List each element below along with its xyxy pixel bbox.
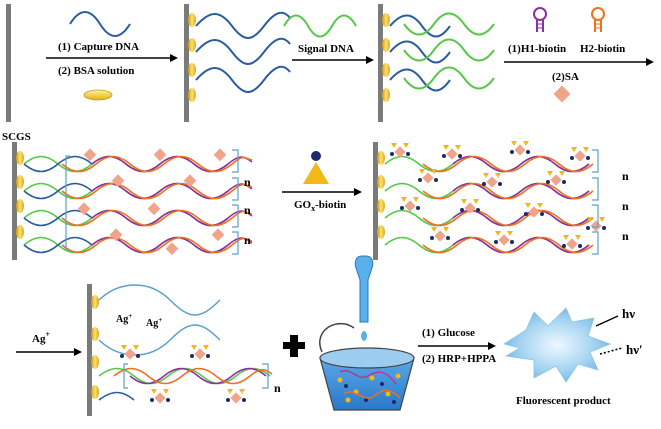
hrp-label: (2) HRP+HPPA — [422, 353, 496, 365]
panel-hcr: n n n — [12, 142, 253, 260]
h2-label: H2-biotin — [580, 43, 625, 55]
step-1b-label: (2) BSA solution — [58, 65, 134, 77]
row-1: SCGS (1) Capture DNA (2) BSA solution — [2, 4, 654, 143]
step-1a-label: (1) Capture DNA — [58, 41, 139, 53]
plus-icon — [283, 335, 305, 357]
panel-gox: n n n — [373, 141, 629, 260]
repeat-n-3: n — [244, 233, 251, 247]
ag-ion-2: Ag+ — [146, 316, 162, 329]
hv-line — [595, 315, 619, 327]
repeat-n-6: n — [622, 229, 629, 243]
crystal-icon — [502, 307, 612, 383]
repeat-n-5: n — [622, 199, 629, 213]
arrow-step-3 — [504, 58, 654, 66]
panel-silver: Ag+ Ag+ n — [87, 284, 281, 416]
repeat-n-1: n — [244, 175, 251, 189]
signal-dna-wave — [283, 14, 357, 38]
arrow-step-4 — [282, 188, 362, 196]
arrow-step-1 — [46, 54, 178, 62]
dropper-icon — [354, 255, 374, 341]
repeat-n-4: n — [622, 169, 629, 183]
hairpin-h2-icon — [591, 7, 605, 32]
repeat-n-7: n — [274, 381, 281, 395]
hv2-line — [599, 347, 623, 355]
ag-ion-1: Ag+ — [116, 312, 132, 325]
hv-label: hν — [622, 306, 635, 321]
scgs-label: SCGS — [2, 131, 31, 143]
gox-biotin-icon — [303, 151, 329, 184]
sa-label: (2)SA — [552, 71, 579, 83]
arrow-step-5 — [418, 342, 496, 350]
hv2-label: hν′ — [626, 342, 643, 357]
row-2: n n n GOx-biotin — [12, 141, 629, 260]
streptavidin-icon — [553, 85, 571, 103]
arrow-step-2 — [292, 56, 374, 64]
panel-capture — [184, 4, 291, 122]
bsa-icon — [83, 89, 113, 101]
electrode-bare — [6, 4, 11, 122]
gox-label: GOx-biotin — [294, 199, 346, 213]
product-label: Fluorescent product — [516, 395, 611, 407]
step-2-label: Signal DNA — [298, 43, 354, 55]
hairpin-h1-icon — [533, 7, 547, 32]
glucose-label: (1) Glucose — [422, 327, 475, 339]
capture-dna-wave — [69, 11, 131, 37]
h1-label: (1)H1-biotin — [508, 43, 566, 55]
arrow-ag — [16, 348, 82, 356]
repeat-n-2: n — [244, 203, 251, 217]
ag-label: Ag+ — [32, 330, 50, 345]
petri-dish-icon — [319, 322, 415, 411]
panel-signal — [378, 4, 495, 122]
row-3: Ag+ Ag+ Ag+ — [16, 255, 643, 416]
